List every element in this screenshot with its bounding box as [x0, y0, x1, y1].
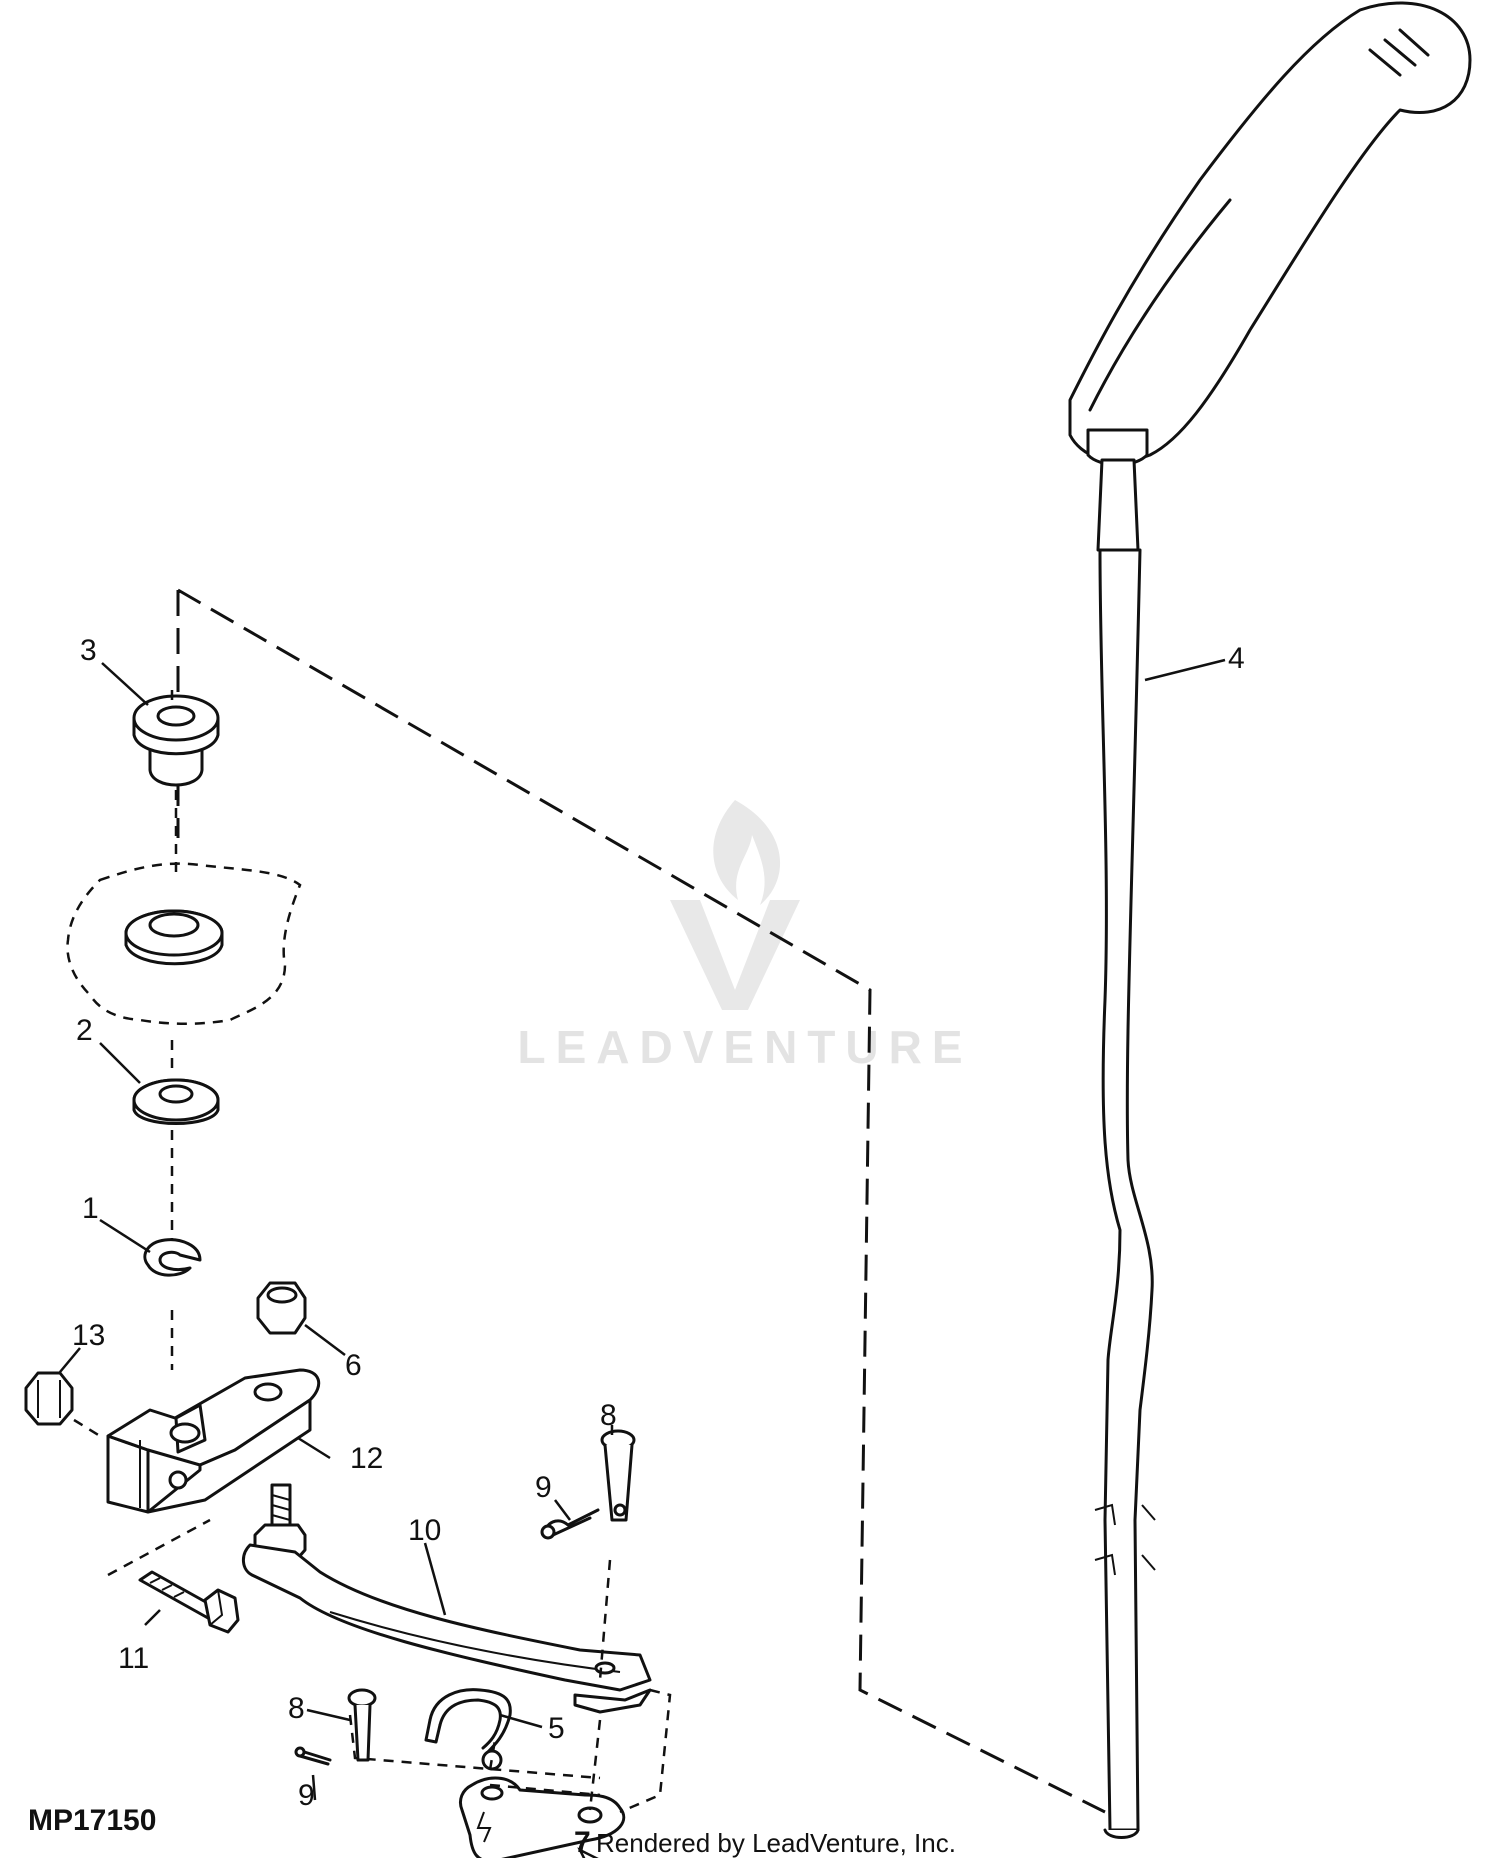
snap-ring-icon — [143, 1238, 202, 1277]
callout-13: 13 — [72, 1319, 105, 1352]
shift-lever-rod-icon — [1068, 1, 1472, 1839]
bellcrank-plate-icon — [458, 1776, 626, 1858]
callout-1: 1 — [82, 1192, 99, 1225]
link-dashed-lines — [348, 1559, 672, 1814]
callout-5: 5 — [548, 1712, 565, 1745]
lock-nut-icon — [24, 1371, 74, 1426]
callout-3: 3 — [80, 634, 97, 667]
clamp-arm-icon — [106, 1368, 321, 1514]
clevis-pin-lower-icon — [347, 1688, 377, 1762]
cotter-pin-icon — [540, 1508, 600, 1540]
cotter-pin-lower-icon — [294, 1746, 332, 1766]
callout-8-upper: 8 — [600, 1399, 617, 1432]
mounting-plate-icon — [66, 862, 302, 1025]
callout-4: 4 — [1228, 642, 1245, 675]
callouts: 3 2 1 4 6 13 12 8 9 10 11 8 5 9 7 — [72, 634, 1245, 1858]
washer-icon — [132, 1078, 220, 1125]
callout-9-lower: 9 — [298, 1779, 315, 1812]
clevis-pin-icon — [600, 1429, 636, 1522]
watermark: LEADVENTURE — [517, 800, 972, 1073]
shift-link-icon — [242, 1543, 652, 1714]
callout-2: 2 — [76, 1014, 93, 1047]
watermark-logo-icon — [670, 800, 800, 1010]
figure-code: MP17150 — [28, 1804, 156, 1837]
watermark-text: LEADVENTURE — [517, 1021, 972, 1073]
callout-9-upper: 9 — [535, 1471, 552, 1504]
bushing-icon — [132, 694, 220, 787]
assembly-dashed-line — [176, 588, 1106, 1814]
callout-11: 11 — [118, 1642, 149, 1675]
leader-lines — [59, 658, 1226, 1858]
callout-6: 6 — [345, 1349, 362, 1382]
hex-nut-icon — [256, 1281, 307, 1335]
callout-8-lower: 8 — [288, 1692, 305, 1725]
callout-10: 10 — [408, 1514, 441, 1547]
credit-text: Rendered by LeadVenture, Inc. — [596, 1828, 956, 1858]
hex-bolt-icon — [107, 1518, 240, 1634]
callout-12: 12 — [350, 1442, 383, 1475]
spring-clip-icon — [424, 1688, 512, 1771]
nut-dashed-line — [73, 1418, 101, 1438]
callout-7: 7 — [574, 1826, 591, 1858]
center-dashed-line — [170, 690, 178, 1370]
